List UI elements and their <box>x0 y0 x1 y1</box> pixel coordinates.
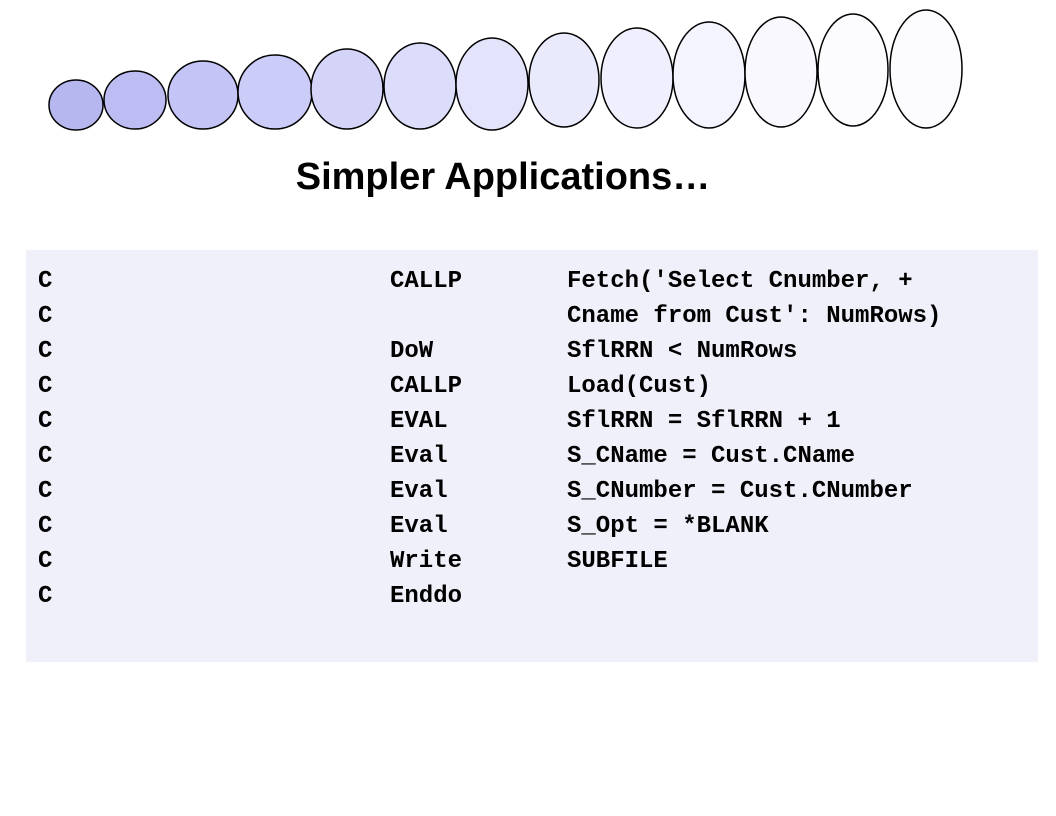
decorative-ellipse <box>744 16 818 128</box>
code-argument: SflRRN = SflRRN + 1 <box>567 408 841 435</box>
code-spec-column: C <box>38 478 53 505</box>
code-line: C CALLP Load(Cust) <box>26 369 1038 404</box>
code-line: C EVAL SflRRN = SflRRN + 1 <box>26 404 1038 439</box>
code-line: C Eval S_CNumber = Cust.CNumber <box>26 474 1038 509</box>
decorative-ellipse <box>455 37 529 131</box>
code-spec-column: C <box>38 338 53 365</box>
decorative-ellipse <box>528 32 600 128</box>
code-line: C Cname from Cust': NumRows) <box>26 299 1038 334</box>
slide-title: Simpler Applications… <box>295 156 711 198</box>
code-line: C CALLP Fetch('Select Cnumber, + <box>26 264 1038 299</box>
decorative-ellipse <box>103 70 167 130</box>
code-opcode: Write <box>390 548 463 575</box>
code-opcode: Eval <box>390 443 448 470</box>
code-opcode: DoW <box>390 338 434 365</box>
code-spec-column: C <box>38 303 53 330</box>
code-spec-column: C <box>38 408 53 435</box>
code-line: C Eval S_CName = Cust.CName <box>26 439 1038 474</box>
code-spec-column: C <box>38 268 53 295</box>
code-opcode: EVAL <box>390 408 448 435</box>
code-line: C Write SUBFILE <box>26 544 1038 579</box>
code-spec-column: C <box>38 373 53 400</box>
decorative-ellipse <box>310 48 384 130</box>
code-argument: SUBFILE <box>567 548 668 575</box>
code-argument: Fetch('Select Cnumber, + <box>567 268 913 295</box>
code-argument: Cname from Cust': NumRows) <box>567 303 942 330</box>
decorative-ellipse <box>889 9 963 129</box>
code-opcode: Eval <box>390 513 448 540</box>
decorative-ellipse <box>48 79 104 131</box>
code-opcode: Eval <box>390 478 448 505</box>
decorative-ellipse <box>237 54 313 130</box>
code-spec-column: C <box>38 513 53 540</box>
code-argument: Load(Cust) <box>567 373 712 400</box>
code-argument: S_CNumber = Cust.CNumber <box>567 478 913 505</box>
code-line: C Eval S_Opt = *BLANK <box>26 509 1038 544</box>
code-argument: SflRRN < NumRows <box>567 338 798 365</box>
code-argument: S_CName = Cust.CName <box>567 443 856 470</box>
decorative-ellipse <box>167 60 239 130</box>
decorative-ellipse <box>383 42 457 130</box>
code-panel: C CALLP Fetch('Select Cnumber, + C Cname… <box>26 250 1038 662</box>
code-opcode: Enddo <box>390 583 463 610</box>
decorative-ellipse <box>672 21 746 129</box>
code-opcode: CALLP <box>390 268 463 295</box>
code-argument: S_Opt = *BLANK <box>567 513 769 540</box>
code-spec-column: C <box>38 443 53 470</box>
code-spec-column: C <box>38 583 53 610</box>
code-opcode: CALLP <box>390 373 463 400</box>
code-line: C DoW SflRRN < NumRows <box>26 334 1038 369</box>
code-spec-column: C <box>38 548 53 575</box>
decorative-ellipse <box>817 13 889 127</box>
decorative-ellipse <box>600 27 674 129</box>
decorative-circles <box>48 9 963 131</box>
code-line: C Enddo <box>26 579 1038 614</box>
